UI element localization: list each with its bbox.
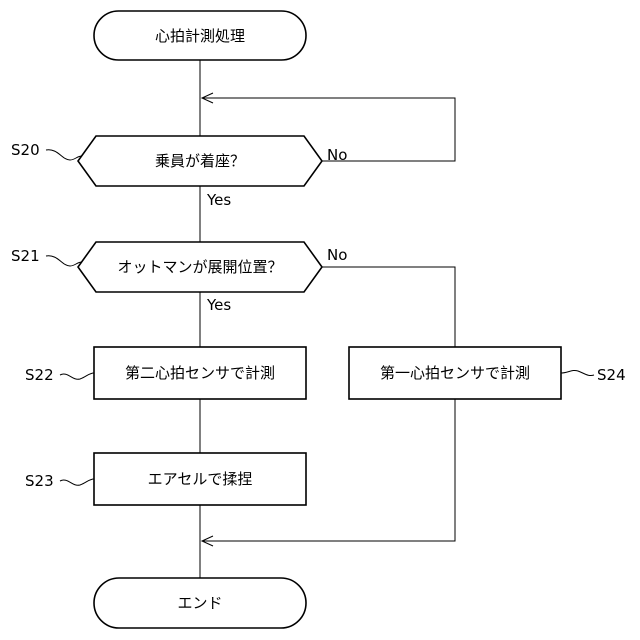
branch-s20-yes: Yes xyxy=(206,191,231,209)
end-terminal: エンド xyxy=(94,578,306,628)
leader-s20 xyxy=(46,150,82,160)
step-label-s23: S23 xyxy=(25,472,94,490)
step-s20: S20 xyxy=(11,141,40,159)
process-s23-label: エアセルで揉捏 xyxy=(148,470,253,488)
step-s22: S22 xyxy=(25,366,54,384)
decision-s20-label: 乗員が着座？ xyxy=(155,152,245,170)
leader-s24 xyxy=(561,370,594,375)
process-s22-label: 第二心拍センサで計測 xyxy=(125,364,275,382)
leader-s22 xyxy=(60,373,94,379)
start-terminal: 心拍計測処理 xyxy=(94,11,306,60)
step-label-s20: S20 xyxy=(11,141,82,160)
branch-s20-no: No xyxy=(327,146,347,164)
decision-s20: 乗員が着座？ xyxy=(78,136,322,186)
leader-s21 xyxy=(46,256,82,266)
decision-s21: オットマンが展開位置？ xyxy=(78,242,322,292)
branch-s21-no: No xyxy=(327,246,347,264)
start-label: 心拍計測処理 xyxy=(155,27,245,45)
process-s23: エアセルで揉捏 xyxy=(94,453,306,505)
leader-s23 xyxy=(60,479,94,485)
process-s24: 第一心拍センサで計測 xyxy=(349,347,561,399)
step-s23: S23 xyxy=(25,472,54,490)
process-s22: 第二心拍センサで計測 xyxy=(94,347,306,399)
step-s21: S21 xyxy=(11,247,40,265)
step-s24: S24 xyxy=(597,366,626,384)
process-s24-label: 第一心拍センサで計測 xyxy=(380,364,530,382)
step-label-s24: S24 xyxy=(561,366,626,384)
decision-s21-label: オットマンが展開位置？ xyxy=(117,258,282,276)
branch-s21-yes: Yes xyxy=(206,296,231,314)
connector-s21-no-s24 xyxy=(322,267,455,347)
step-label-s21: S21 xyxy=(11,247,82,266)
end-label: エンド xyxy=(177,594,222,612)
step-label-s22: S22 xyxy=(25,366,94,384)
